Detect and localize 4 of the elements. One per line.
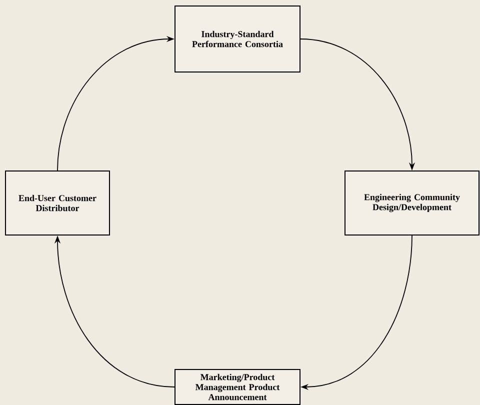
process-box: Industry-Standard Performance Consortia bbox=[174, 6, 300, 72]
process-box: End-User Customer Distributor bbox=[5, 170, 110, 236]
process-box: Marketing/Product Management Product Announcement bbox=[174, 369, 300, 405]
process-box: Engineering Community Design/Development bbox=[344, 170, 480, 236]
